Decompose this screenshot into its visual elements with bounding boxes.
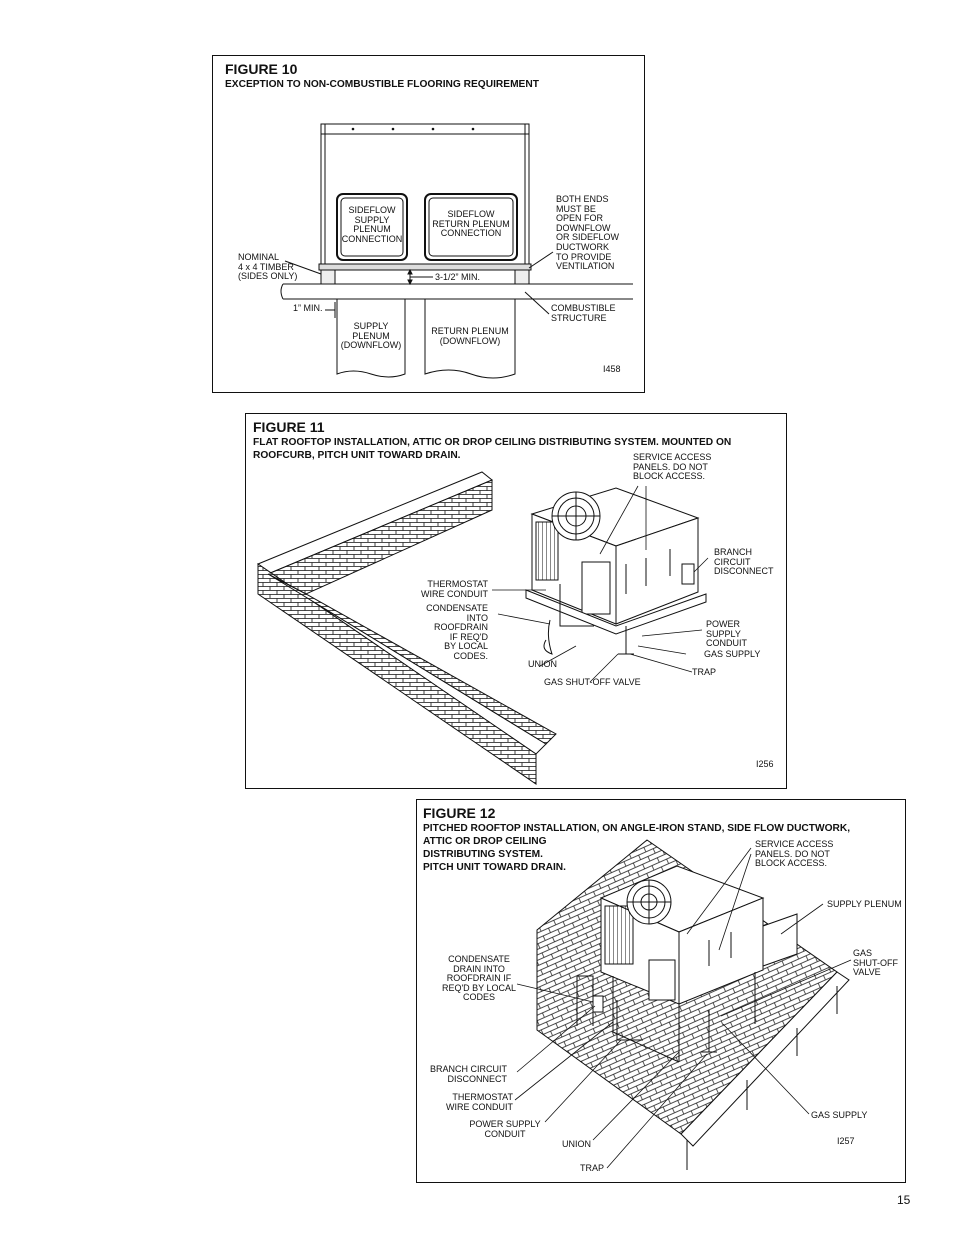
return-connection-box [424, 193, 518, 261]
figure-10-title: FIGURE 10 [225, 61, 298, 77]
label-thermostat-conduit: THERMOSTAT WIRE CONDUIT [446, 1092, 513, 1112]
label-trap: TRAP [692, 667, 717, 677]
label-union: UNION [528, 659, 557, 669]
figure-10-diagram [280, 123, 633, 379]
supply-connection-box [336, 193, 408, 261]
label-supply-plenum: SUPPLY PLENUM [827, 899, 902, 909]
label-3-1-2-min: 3-1/2” MIN. [435, 272, 481, 282]
figure-10: FIGURE 10 EXCEPTION TO NON-COMBUSTIBLE F… [212, 55, 645, 393]
label-branch-circuit: BRANCH CIRCUIT DISCONNECT [429, 1064, 507, 1084]
figure-10-subtitle: EXCEPTION TO NON-COMBUSTIBLE FLOORING RE… [225, 79, 539, 90]
page-number: 15 [897, 1193, 911, 1207]
label-gas-shutoff: GAS SHUT-OFF VALVE [853, 948, 898, 978]
hvac-unit [576, 865, 798, 1063]
figure-12-subtitle: PITCHED ROOFTOP INSTALLATION, ON ANGLE-I… [423, 823, 851, 873]
label-branch-circuit: BRANCH CIRCUIT DISCONNECT [714, 547, 774, 577]
label-nominal-timber: NOMINAL 4 x 4 TIMBER (SIDES ONLY) [238, 252, 298, 282]
figure-11-code: I256 [756, 759, 774, 769]
brick-parapet [257, 471, 557, 785]
figure-12-title: FIGURE 12 [423, 805, 496, 821]
figure-11-subtitle: FLAT ROOFTOP INSTALLATION, ATTIC OR DROP… [253, 437, 732, 461]
label-trap: TRAP [580, 1163, 605, 1173]
label-supply-plenum: SUPPLY PLENUM (DOWNFLOW) [340, 321, 402, 351]
hvac-unit [525, 487, 707, 655]
label-both-ends: BOTH ENDS MUST BE OPEN FOR DOWNFLOW OR S… [556, 194, 620, 272]
branch-disconnect-box [592, 995, 604, 1013]
label-sideflow-return: SIDEFLOW RETURN PLENUM CONNECTION [432, 209, 510, 239]
label-condensate: CONDENSATE DRAIN INTO ROOFDRAIN IF REQ'D… [441, 954, 517, 1003]
figure-12: FIGURE 12 PITCHED ROOFTOP INSTALLATION, … [416, 799, 906, 1183]
label-return-plenum: RETURN PLENUM (DOWNFLOW) [431, 326, 509, 346]
branch-disconnect-box [681, 563, 695, 585]
timber [320, 269, 336, 285]
label-gas-supply: GAS SUPPLY [704, 649, 761, 659]
label-thermostat-conduit: THERMOSTAT WIRE CONDUIT [421, 579, 488, 599]
figure-11-title: FIGURE 11 [253, 419, 325, 435]
figure-11-diagram [257, 471, 709, 785]
label-power-supply: POWER SUPPLY CONDUIT [469, 1119, 541, 1139]
label-1-min: 1” MIN. [293, 303, 323, 313]
figure-12-diagram [514, 839, 852, 1170]
figure-12-code: I257 [837, 1136, 855, 1146]
label-sideflow-supply: SIDEFLOW SUPPLY PLENUM CONNECTION [341, 205, 403, 244]
figure-11: FIGURE 11 FLAT ROOFTOP INSTALLATION, ATT… [245, 413, 787, 789]
return-plenum-duct [424, 299, 516, 379]
supply-plenum-duct [336, 299, 406, 378]
label-service-access: SERVICE ACCESS PANELS. DO NOT BLOCK ACCE… [633, 452, 712, 482]
label-service-access: SERVICE ACCESS PANELS. DO NOT BLOCK ACCE… [755, 839, 834, 869]
label-gas-supply: GAS SUPPLY [811, 1110, 868, 1120]
label-union: UNION [562, 1139, 591, 1149]
label-power-supply: POWER SUPPLY CONDUIT [706, 619, 747, 649]
label-gas-shutoff: GAS SHUT-OFF VALVE [544, 677, 641, 687]
figure-10-code: I458 [603, 364, 621, 374]
label-condensate: CONDENSATE INTO ROOFDRAIN IF REQ'D BY LO… [426, 603, 488, 661]
label-combustible-structure: COMBUSTIBLE STRUCTURE [551, 303, 616, 323]
